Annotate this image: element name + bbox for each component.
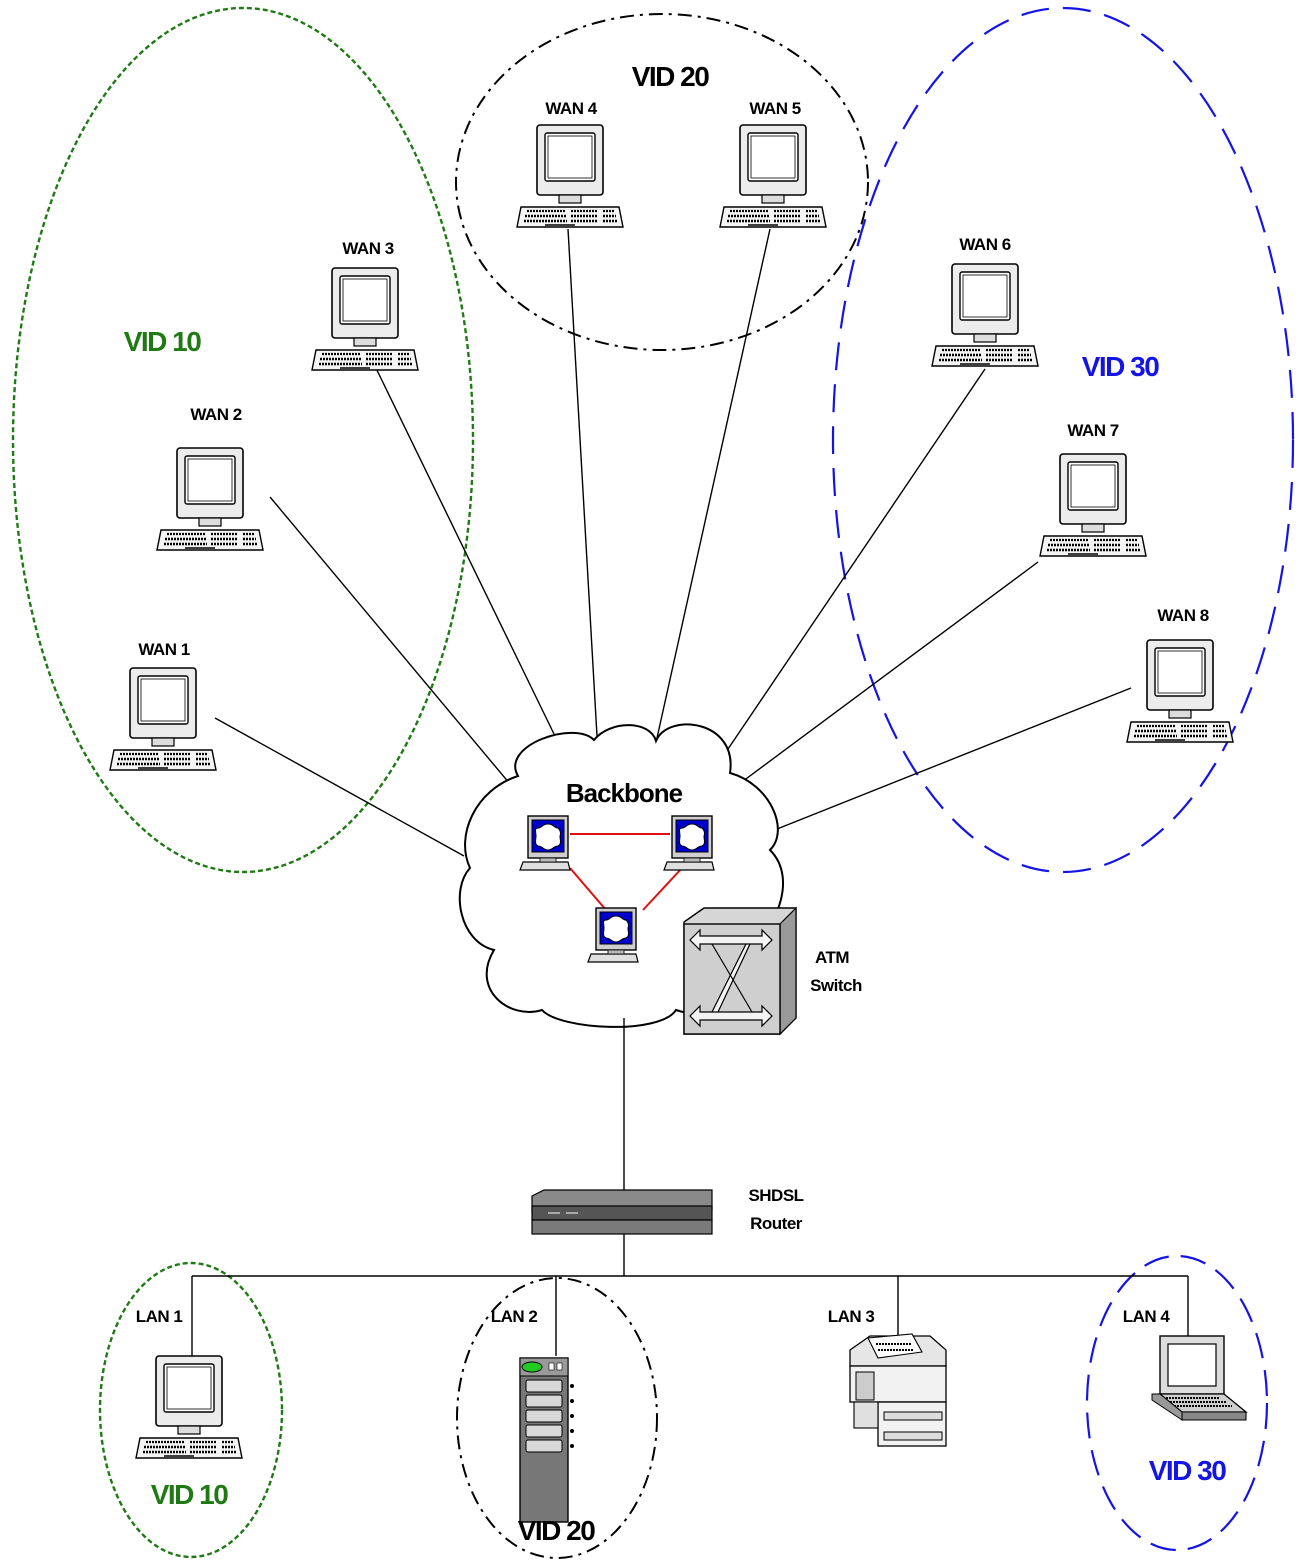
vid20-wan-group [455, 13, 869, 351]
vid20-wan-label: VID 20 [632, 61, 710, 92]
backbone-router-right-icon [663, 815, 715, 871]
lan4-laptop-icon [1151, 1335, 1248, 1421]
wan-links [214, 228, 1132, 857]
wan7-label: WAN 7 [1067, 421, 1118, 440]
backbone-router-bottom-icon [587, 907, 639, 963]
wan2-computer-icon [155, 446, 265, 552]
backbone-router-left-icon [519, 815, 571, 871]
lan1-computer-icon [134, 1354, 244, 1460]
wan6-label: WAN 6 [959, 235, 1010, 254]
vid10-wan-label: VID 10 [124, 326, 202, 357]
vid30-wan-group [831, 6, 1295, 874]
atm-switch-label-line2: Switch [810, 976, 862, 995]
atm-switch-icon [683, 906, 797, 1036]
vid30-lan-label: VID 30 [1149, 1455, 1227, 1486]
wan3-computer-icon [310, 266, 420, 372]
lan4-label: LAN 4 [1123, 1307, 1171, 1326]
backbone-label: Backbone [566, 778, 683, 808]
shdsl-router-icon [531, 1189, 713, 1235]
vid20-lan-group [456, 1277, 658, 1559]
lan2-server-icon [519, 1357, 574, 1523]
lan3-printer-icon [849, 1333, 947, 1447]
router-label-line2: Router [750, 1214, 803, 1233]
vid10-lan-label: VID 10 [151, 1479, 229, 1510]
lan1-label: LAN 1 [136, 1307, 183, 1326]
atm-switch-label-line1: ATM [815, 948, 849, 967]
wan2-label: WAN 2 [190, 405, 241, 424]
wan3-label: WAN 3 [342, 239, 393, 258]
wan7-computer-icon [1038, 452, 1148, 558]
wan1-computer-icon [108, 666, 218, 772]
vid10-wan-group [11, 6, 475, 874]
wan8-computer-icon [1125, 638, 1235, 744]
vid20-lan-label: VID 20 [518, 1515, 596, 1546]
wan5-label: WAN 5 [749, 99, 800, 118]
lan3-label: LAN 3 [828, 1307, 875, 1326]
vid10-lan-group [98, 1261, 284, 1559]
wan6-computer-icon [930, 262, 1040, 368]
router-label-line1: SHDSL [748, 1186, 803, 1205]
backbone-links [569, 833, 683, 911]
vid30-lan-group [1085, 1254, 1269, 1552]
wan4-computer-icon [515, 123, 625, 229]
wan8-label: WAN 8 [1157, 606, 1208, 625]
wan4-label: WAN 4 [545, 99, 597, 118]
lan-bus [191, 1234, 1189, 1356]
wan1-label: WAN 1 [138, 640, 189, 659]
wan5-computer-icon [718, 123, 828, 229]
vid30-wan-label: VID 30 [1082, 351, 1160, 382]
lan2-label: LAN 2 [491, 1307, 538, 1326]
